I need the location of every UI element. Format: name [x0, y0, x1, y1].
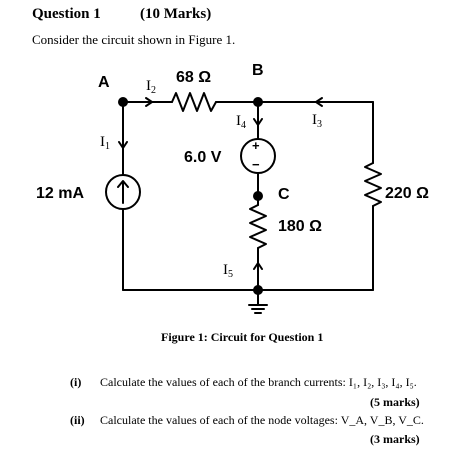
resistor-180-label: 180 Ω — [278, 218, 322, 235]
resistor-220 — [364, 162, 382, 207]
current-source-arrow-head — [117, 180, 129, 188]
current-source-label: 12 mA — [36, 185, 85, 202]
question-2-marks: (3 marks) — [370, 432, 420, 446]
question-1-num: (i) — [70, 375, 82, 389]
question-1-text: Calculate the values of each of the bran… — [100, 375, 417, 389]
circuit-diagram — [105, 92, 382, 314]
i2-label: I2 — [146, 78, 156, 96]
i4-label: I4 — [236, 113, 246, 131]
voltage-minus-sign: − — [252, 157, 260, 172]
resistor-180 — [249, 204, 267, 249]
node-a-label: A — [98, 74, 110, 91]
node-c-label: C — [278, 186, 290, 203]
i3-label: I3 — [312, 112, 322, 130]
question-1-marks: (5 marks) — [370, 395, 420, 409]
i1-arrow-head — [118, 141, 128, 149]
i3-arrow-head — [315, 97, 323, 107]
node-b-dot — [253, 97, 263, 107]
i5-label: I5 — [223, 262, 233, 280]
question-title: Question 1 — [32, 6, 101, 22]
intro-text: Consider the circuit shown in Figure 1. — [32, 32, 236, 47]
question-2-num: (ii) — [70, 413, 85, 427]
node-a-dot — [118, 97, 128, 107]
figure-caption: Figure 1: Circuit for Question 1 — [161, 330, 324, 344]
node-b-label: B — [252, 62, 264, 79]
resistor-68-label: 68 Ω — [176, 69, 212, 86]
question-2-text: Calculate the values of each of the node… — [100, 413, 424, 427]
voltage-plus-sign: + — [252, 138, 260, 153]
marks-total: (10 Marks) — [140, 6, 212, 22]
node-c-dot — [253, 191, 263, 201]
resistor-68 — [171, 92, 217, 112]
i2-arrow-head — [145, 97, 153, 107]
voltage-source-label: 6.0 V — [184, 149, 222, 166]
i4-arrow-head — [253, 118, 263, 126]
node-ground-dot — [253, 285, 263, 295]
i1-label: I1 — [100, 134, 110, 152]
resistor-220-label: 220 Ω — [385, 185, 429, 202]
i5-arrow-head — [253, 262, 263, 270]
